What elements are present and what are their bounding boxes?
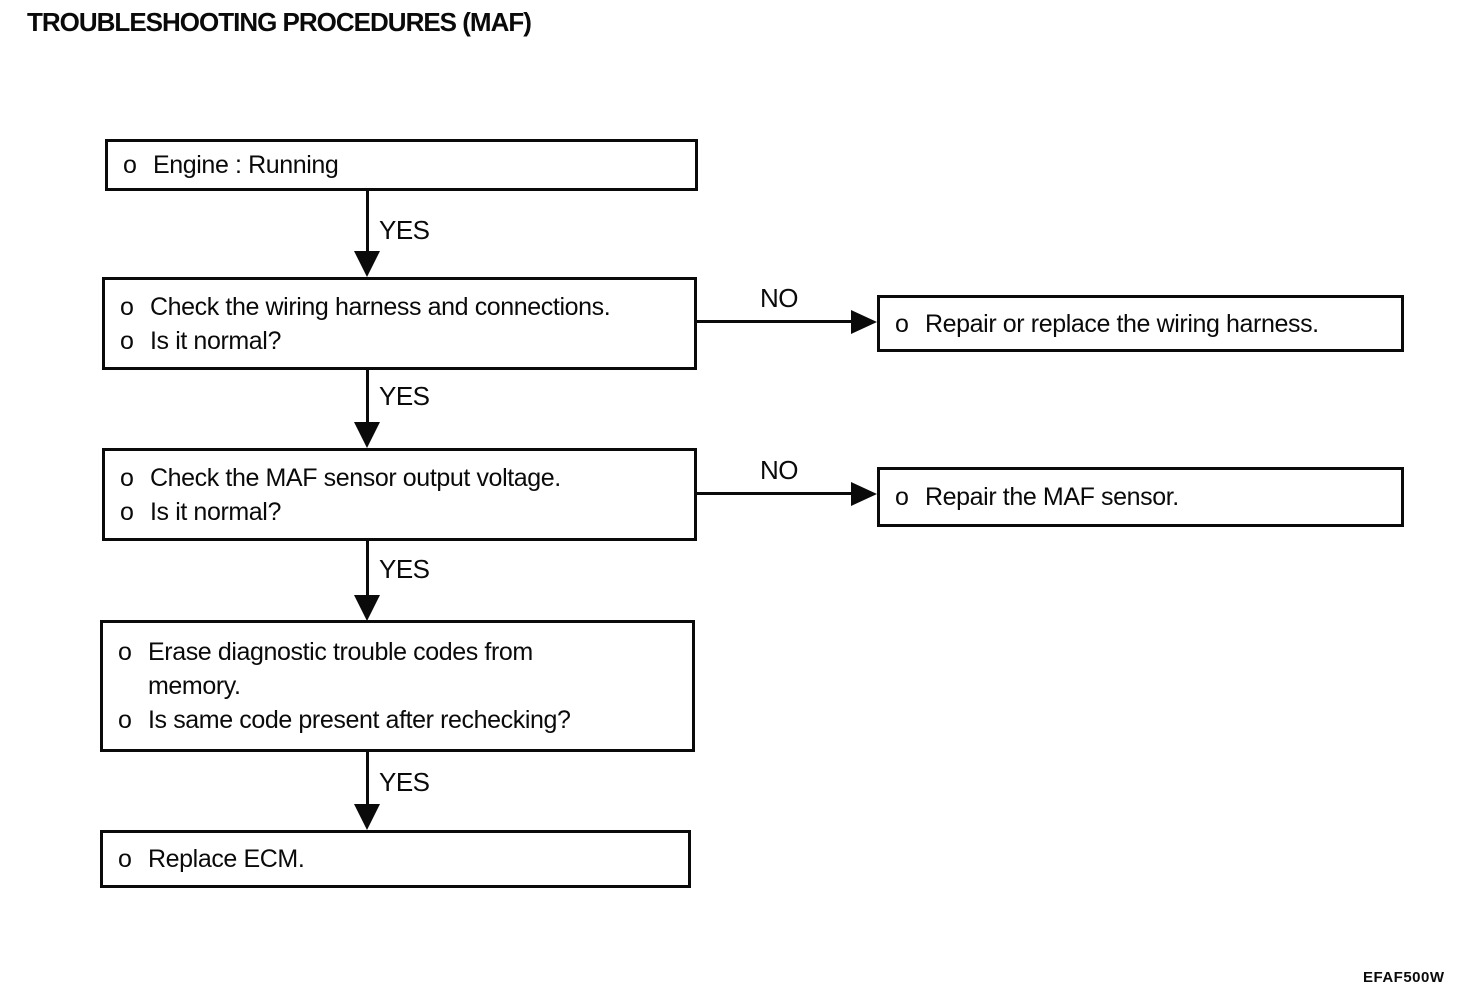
bullet-marker: o (120, 497, 134, 526)
bullet-marker: o (120, 292, 134, 321)
node-replace-ecm: o Replace ECM. (100, 830, 691, 888)
item-text: Check the wiring harness and connections… (150, 292, 611, 321)
bullet-marker: o (120, 326, 134, 355)
item-text: memory. (148, 672, 241, 700)
arrowhead-down-icon (354, 251, 380, 277)
arrowhead-right-icon (851, 482, 877, 506)
connector-line-right-2 (697, 492, 853, 495)
bullet-marker: o (895, 309, 909, 338)
connector-line-down-2 (366, 370, 369, 424)
figure-code: EFAF500W (1363, 969, 1445, 986)
bullet-marker: o (118, 706, 132, 734)
node-erase-dtc: o Erase diagnostic trouble codes from me… (100, 620, 695, 752)
item-text: Check the MAF sensor output voltage. (150, 463, 561, 492)
checklist-item: o Is same code present after rechecking? (103, 703, 692, 737)
bullet-marker: o (118, 845, 132, 873)
edge-label-yes-2: YES (377, 381, 432, 411)
bullet-marker: o (123, 151, 137, 179)
item-text: Is same code present after rechecking? (148, 706, 571, 734)
arrowhead-down-icon (354, 595, 380, 621)
edge-label-yes-1: YES (377, 215, 432, 245)
node-engine-running: o Engine : Running (105, 139, 698, 191)
arrowhead-down-icon (354, 422, 380, 448)
connector-line-down-3 (366, 541, 369, 597)
checklist-item: o Repair or replace the wiring harness. (880, 307, 1401, 341)
bullet-marker: o (118, 638, 132, 666)
edge-label-yes-3: YES (377, 554, 432, 584)
edge-label-no-2: NO (758, 455, 800, 485)
item-text: Repair or replace the wiring harness. (925, 309, 1319, 338)
checklist-item: o Replace ECM. (103, 842, 688, 876)
checklist-item: o Erase diagnostic trouble codes from me… (103, 635, 692, 703)
item-text: Is it normal? (150, 326, 281, 355)
item-text: Is it normal? (150, 497, 281, 526)
checklist-item: o Check the wiring harness and connectio… (105, 290, 694, 324)
checklist-item: o Repair the MAF sensor. (880, 480, 1401, 514)
checklist-item: o Is it normal? (105, 495, 694, 529)
item-text: Engine : Running (153, 151, 339, 179)
node-repair-maf-sensor: o Repair the MAF sensor. (877, 467, 1404, 527)
node-repair-wiring-harness: o Repair or replace the wiring harness. (877, 295, 1404, 352)
page-title: TROUBLESHOOTING PROCEDURES (MAF) (27, 7, 532, 37)
connector-line-down-4 (366, 752, 369, 808)
node-check-maf-voltage: o Check the MAF sensor output voltage. o… (102, 448, 697, 541)
arrowhead-right-icon (851, 310, 877, 334)
checklist-item: o Is it normal? (105, 324, 694, 358)
bullet-marker: o (895, 483, 909, 511)
edge-label-no-1: NO (758, 283, 800, 313)
bullet-marker: o (120, 463, 134, 492)
connector-line-down-1 (366, 191, 369, 253)
checklist-item: o Check the MAF sensor output voltage. (105, 461, 694, 495)
item-text: Erase diagnostic trouble codes from (148, 638, 533, 666)
item-text: Replace ECM. (148, 845, 305, 873)
connector-line-right-1 (697, 320, 853, 323)
checklist-item: o Engine : Running (108, 148, 695, 182)
node-check-wiring-harness: o Check the wiring harness and connectio… (102, 277, 697, 370)
arrowhead-down-icon (354, 804, 380, 830)
edge-label-yes-4: YES (377, 767, 432, 797)
item-text: Repair the MAF sensor. (925, 483, 1179, 511)
